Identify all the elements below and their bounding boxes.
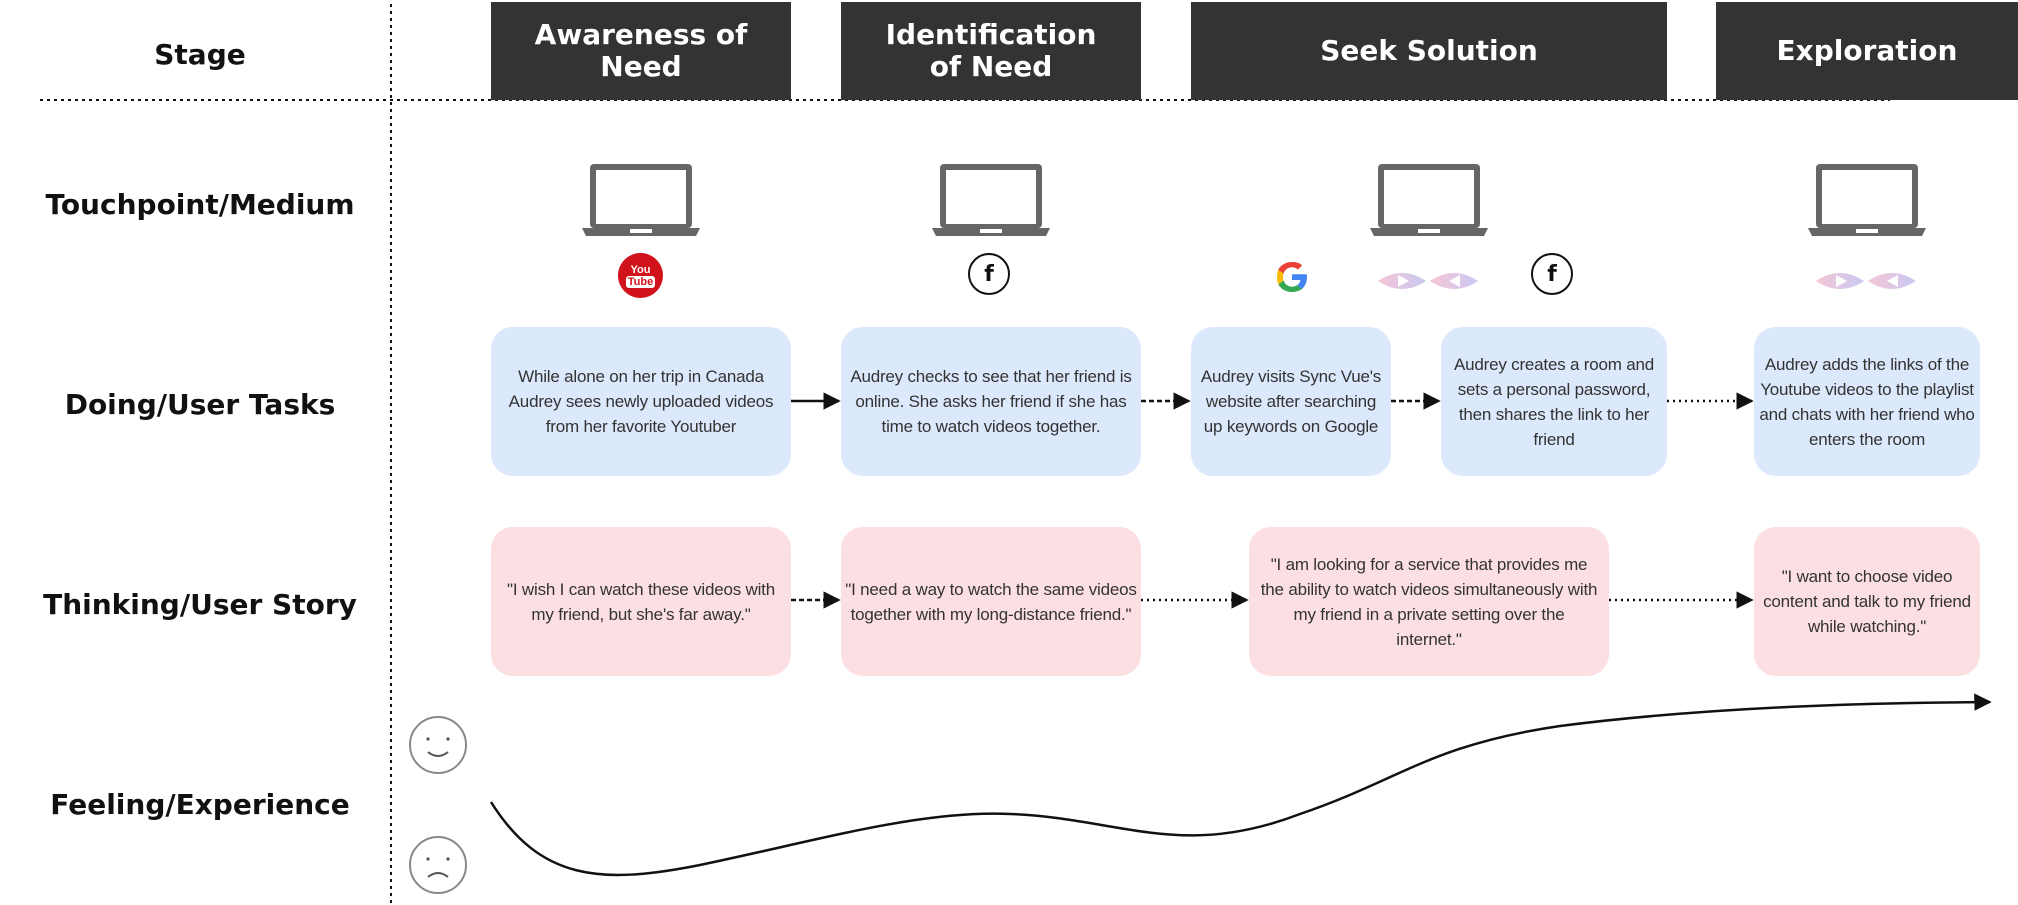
task-text: While alone on her trip in Canada Audrey…	[508, 367, 774, 436]
task-text: Audrey adds the links of the Youtube vid…	[1759, 354, 1975, 449]
google-icon	[1277, 262, 1307, 292]
story-text: "I wish I can watch these videos with my…	[507, 579, 775, 624]
stage-label: Identification of Need	[885, 18, 1097, 83]
task-card: Audrey creates a room and sets a persona…	[1441, 327, 1667, 476]
sync-vue-logo-icon	[1816, 273, 1916, 289]
stage-label: Exploration	[1776, 34, 1958, 67]
stage-exploration: Exploration	[1716, 2, 2018, 100]
story-card: "I am looking for a service that provide…	[1249, 527, 1609, 676]
facebook-icon: f	[1531, 253, 1573, 295]
laptop-icon	[1808, 164, 1926, 236]
laptop-icon	[932, 164, 1050, 236]
youtube-icon-text-top: You	[630, 263, 651, 276]
story-card: "I want to choose video content and talk…	[1754, 527, 1980, 676]
laptop-icon	[1370, 164, 1488, 236]
story-text: "I want to choose video content and talk…	[1763, 567, 1971, 636]
facebook-letter: f	[1547, 261, 1557, 287]
sad-face-icon	[409, 836, 467, 894]
sync-vue-logo-icon	[1378, 273, 1478, 289]
task-card: While alone on her trip in Canada Audrey…	[491, 327, 791, 476]
stage-identification-of-need: Identification of Need	[841, 2, 1141, 100]
experience-curve	[489, 693, 1992, 877]
story-card: "I need a way to watch the same videos t…	[841, 527, 1141, 676]
stage-seek-solution: Seek Solution	[1191, 2, 1667, 100]
task-card: Audrey adds the links of the Youtube vid…	[1754, 327, 1980, 476]
stage-label: Seek Solution	[1320, 34, 1538, 67]
youtube-icon-text-bottom: Tube	[625, 275, 656, 288]
task-card: Audrey visits Sync Vue's website after s…	[1191, 327, 1391, 476]
story-text: "I need a way to watch the same videos t…	[845, 579, 1137, 624]
task-text: Audrey visits Sync Vue's website after s…	[1200, 367, 1382, 436]
row-label-feeling: Feeling/Experience	[50, 788, 350, 821]
facebook-letter: f	[984, 261, 994, 287]
stage-label: Awareness of Need	[534, 18, 748, 83]
row-label-doing: Doing/User Tasks	[64, 388, 336, 421]
task-text: Audrey checks to see that her friend is …	[850, 367, 1132, 436]
story-card: "I wish I can watch these videos with my…	[491, 527, 791, 676]
facebook-icon: f	[968, 253, 1010, 295]
task-text: Audrey creates a room and sets a persona…	[1453, 354, 1655, 449]
row-label-thinking: Thinking/User Story	[43, 588, 357, 621]
row-label-stage: Stage	[154, 38, 246, 71]
stage-awareness-of-need: Awareness of Need	[491, 2, 791, 100]
story-text: "I am looking for a service that provide…	[1260, 554, 1598, 649]
laptop-icon	[582, 164, 700, 236]
task-card: Audrey checks to see that her friend is …	[841, 327, 1141, 476]
row-label-touchpoint: Touchpoint/Medium	[45, 188, 355, 221]
happy-face-icon	[409, 716, 467, 774]
youtube-icon: You Tube	[618, 253, 663, 298]
